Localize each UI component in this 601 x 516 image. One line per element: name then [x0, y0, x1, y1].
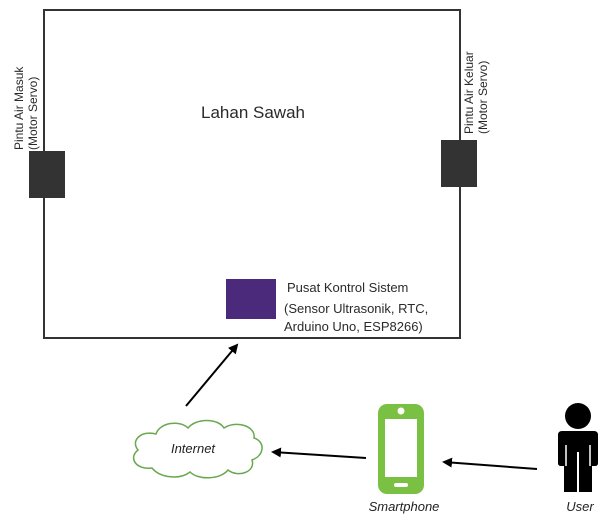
field-title: Lahan Sawah: [201, 103, 305, 122]
inlet-servo-icon: [29, 151, 65, 198]
control-center-detail-line1: (Sensor Ultrasonik, RTC,: [284, 301, 428, 316]
arrow-internet-to-control: [185, 343, 239, 407]
smartphone-icon: [378, 404, 424, 494]
user-label: User: [566, 499, 594, 514]
smartphone-label: Smartphone: [369, 499, 440, 514]
inlet-gate-label-line1: Pintu Air Masuk: [12, 66, 26, 150]
arrow-smartphone-to-internet: [271, 447, 367, 459]
control-center-detail-line2: Arduino Uno, ESP8266): [284, 319, 423, 334]
outlet-gate-label-line2: (Motor Servo): [476, 61, 490, 134]
outlet-servo-icon: [441, 140, 477, 187]
outlet-gate-label: Pintu Air Keluar (Motor Servo): [462, 48, 490, 134]
internet-label: Internet: [171, 441, 216, 456]
user-icon: [558, 403, 598, 492]
cloud-icon: [132, 419, 263, 479]
inlet-gate-label: Pintu Air Masuk (Motor Servo): [12, 63, 40, 150]
outlet-gate-label-line1: Pintu Air Keluar: [462, 51, 476, 134]
control-center-detail: (Sensor Ultrasonik, RTC, Arduino Uno, ES…: [284, 301, 432, 334]
arrow-user-to-smartphone: [442, 457, 538, 470]
controller-box-icon: [226, 279, 276, 319]
inlet-gate-label-line2: (Motor Servo): [26, 77, 40, 150]
control-center-title: Pusat Kontrol Sistem: [287, 280, 408, 295]
